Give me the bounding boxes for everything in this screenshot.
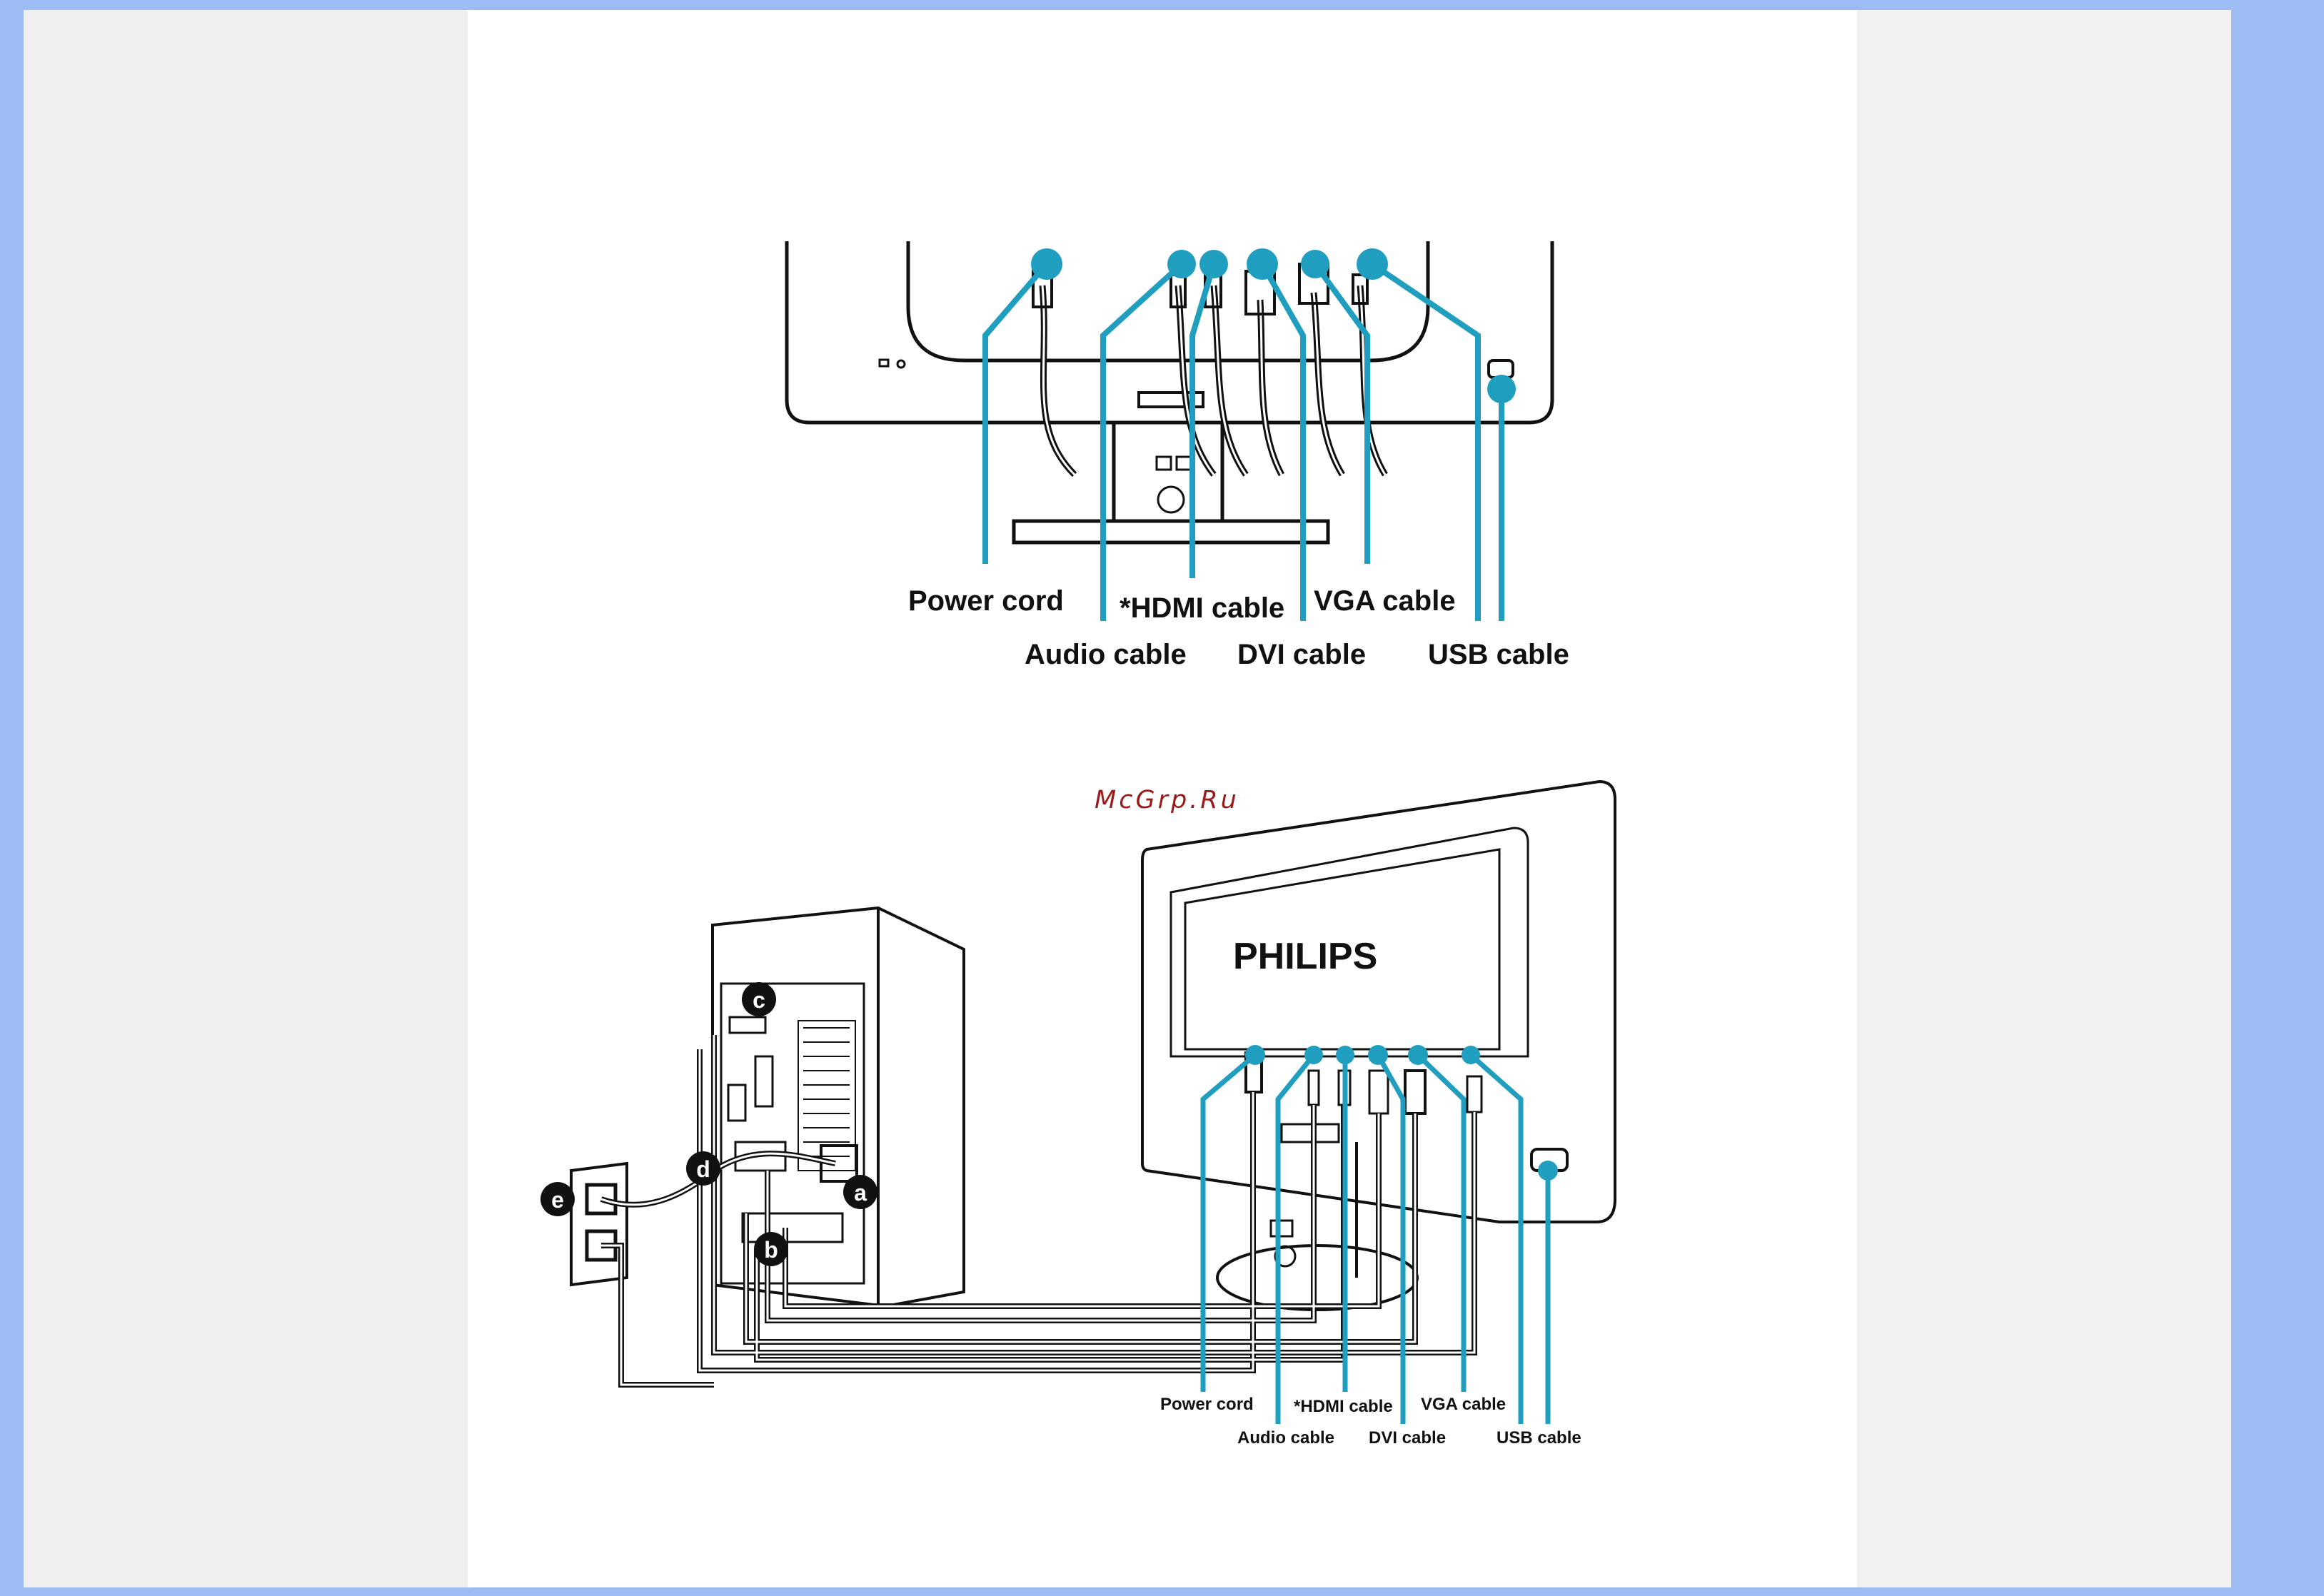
badge-a-text: a (854, 1180, 867, 1206)
label-vga-cable-bottom: VGA cable (1421, 1395, 1506, 1414)
label-usb-cable-top: USB cable (1428, 639, 1569, 670)
badge-e-text: e (551, 1187, 564, 1213)
badge-a: a (843, 1175, 877, 1209)
badge-e: e (540, 1182, 575, 1216)
label-hdmi-cable-bottom: *HDMI cable (1294, 1397, 1393, 1416)
stand-neck (1114, 423, 1222, 521)
badge-c: c (742, 982, 776, 1016)
label-vga-cable-top: VGA cable (1314, 585, 1456, 617)
label-power-cord-bottom: Power cord (1160, 1395, 1254, 1414)
label-power-cord-top: Power cord (908, 585, 1064, 617)
badge-b-text: b (764, 1237, 778, 1263)
monitor-brand: PHILIPS (1233, 936, 1377, 977)
watermark: McGrp.Ru (1095, 786, 1239, 814)
label-dvi-cable-bottom: DVI cable (1369, 1428, 1446, 1448)
label-hdmi-cable-top: *HDMI cable (1120, 592, 1284, 624)
top-callouts (985, 264, 1501, 621)
top-diagram (787, 241, 1552, 542)
label-audio-cable-bottom: Audio cable (1237, 1428, 1334, 1448)
badge-d: d (686, 1151, 720, 1186)
badge-d-text: d (696, 1156, 710, 1182)
badge-b: b (754, 1232, 788, 1266)
label-dvi-cable-top: DVI cable (1237, 639, 1366, 670)
bottom-diagram (571, 782, 1615, 1310)
stand-base (1014, 521, 1328, 542)
label-audio-cable-top: Audio cable (1025, 639, 1187, 670)
label-usb-cable-bottom: USB cable (1496, 1428, 1581, 1448)
badge-c-text: c (753, 987, 765, 1013)
pc-tower (713, 908, 964, 1306)
